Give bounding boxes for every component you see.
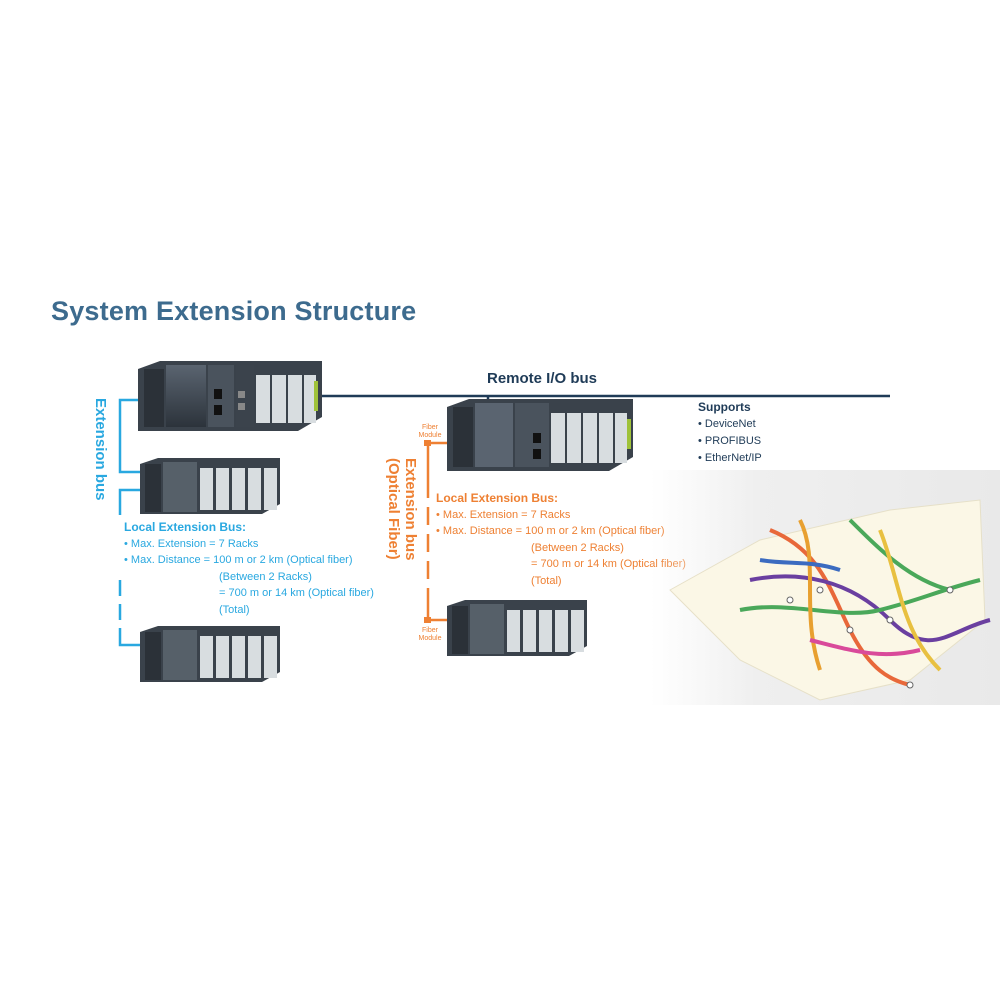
supports-list: Supports • DeviceNet • PROFIBUS • EtherN… — [698, 399, 762, 467]
left-local-extension-spec: Local Extension Bus: • Max. Extension = … — [124, 519, 374, 618]
fiber-module-bottom-line2: Module — [418, 635, 442, 642]
right-spec-line: (Between 2 Racks) — [531, 541, 624, 554]
right-spec-line: = 700 m or 14 km (Optical fiber) — [531, 558, 686, 570]
right-spec-line: • Max. Extension = 7 Racks — [436, 508, 571, 521]
remote-io-bus-label: Remote I/O bus — [487, 370, 598, 387]
left-spec-line: (Between 2 Racks) — [219, 570, 312, 583]
fiber-extension-bus-label-line1: Extension bus — [402, 458, 419, 561]
left-extension-rack-1-image — [140, 458, 280, 514]
metro-map-illustration — [650, 470, 1000, 705]
left-extension-bus-label: Extension bus — [92, 398, 109, 501]
left-spec-line: • Max. Extension = 7 Racks — [124, 537, 259, 550]
fiber-extension-bus-label: Extension bus (Optical Fiber) — [385, 458, 419, 561]
right-spec-line: (Total) — [531, 574, 562, 587]
page-title: System Extension Structure — [51, 296, 417, 326]
fiber-module-label-top: Fiber Module — [413, 424, 447, 440]
fiber-extension-rack-image — [447, 600, 587, 656]
left-extension-bus-upper — [118, 398, 140, 474]
main-cpu-rack-image — [138, 361, 322, 431]
fiber-module-label-bottom: Fiber Module — [413, 627, 447, 643]
fiber-module-top-line2: Module — [418, 432, 442, 439]
fiber-local-extension-spec: Local Extension Bus: • Max. Extension = … — [436, 490, 686, 589]
supports-item-ethernetip: • EtherNet/IP — [698, 452, 762, 464]
left-spec-line: • Max. Distance = 100 m or 2 km (Optical… — [124, 554, 353, 566]
remote-io-rack-image — [447, 399, 633, 471]
fiber-extension-bus-label-line2: (Optical Fiber) — [385, 458, 402, 560]
right-spec-line: • Max. Distance = 100 m or 2 km (Optical… — [436, 525, 665, 537]
left-spec-line: = 700 m or 14 km (Optical fiber) — [219, 587, 374, 599]
left-extension-rack-7-image — [140, 626, 280, 682]
fiber-bus-top — [426, 441, 447, 480]
left-spec-line: (Total) — [219, 603, 250, 616]
supports-item-devicenet: • DeviceNet — [698, 418, 756, 430]
left-extension-bus-bottom — [118, 628, 140, 647]
fiber-connector-bottom — [424, 617, 431, 623]
fiber-connector-top — [424, 440, 431, 446]
fiber-module-top-line1: Fiber — [422, 424, 438, 431]
supports-item-profibus: • PROFIBUS — [698, 435, 762, 447]
supports-header: Supports — [698, 400, 751, 414]
fiber-module-bottom-line1: Fiber — [422, 627, 438, 634]
left-spec-heading: Local Extension Bus: — [124, 520, 247, 534]
right-spec-heading: Local Extension Bus: — [436, 491, 559, 505]
left-extension-bus-lower — [118, 488, 140, 515]
